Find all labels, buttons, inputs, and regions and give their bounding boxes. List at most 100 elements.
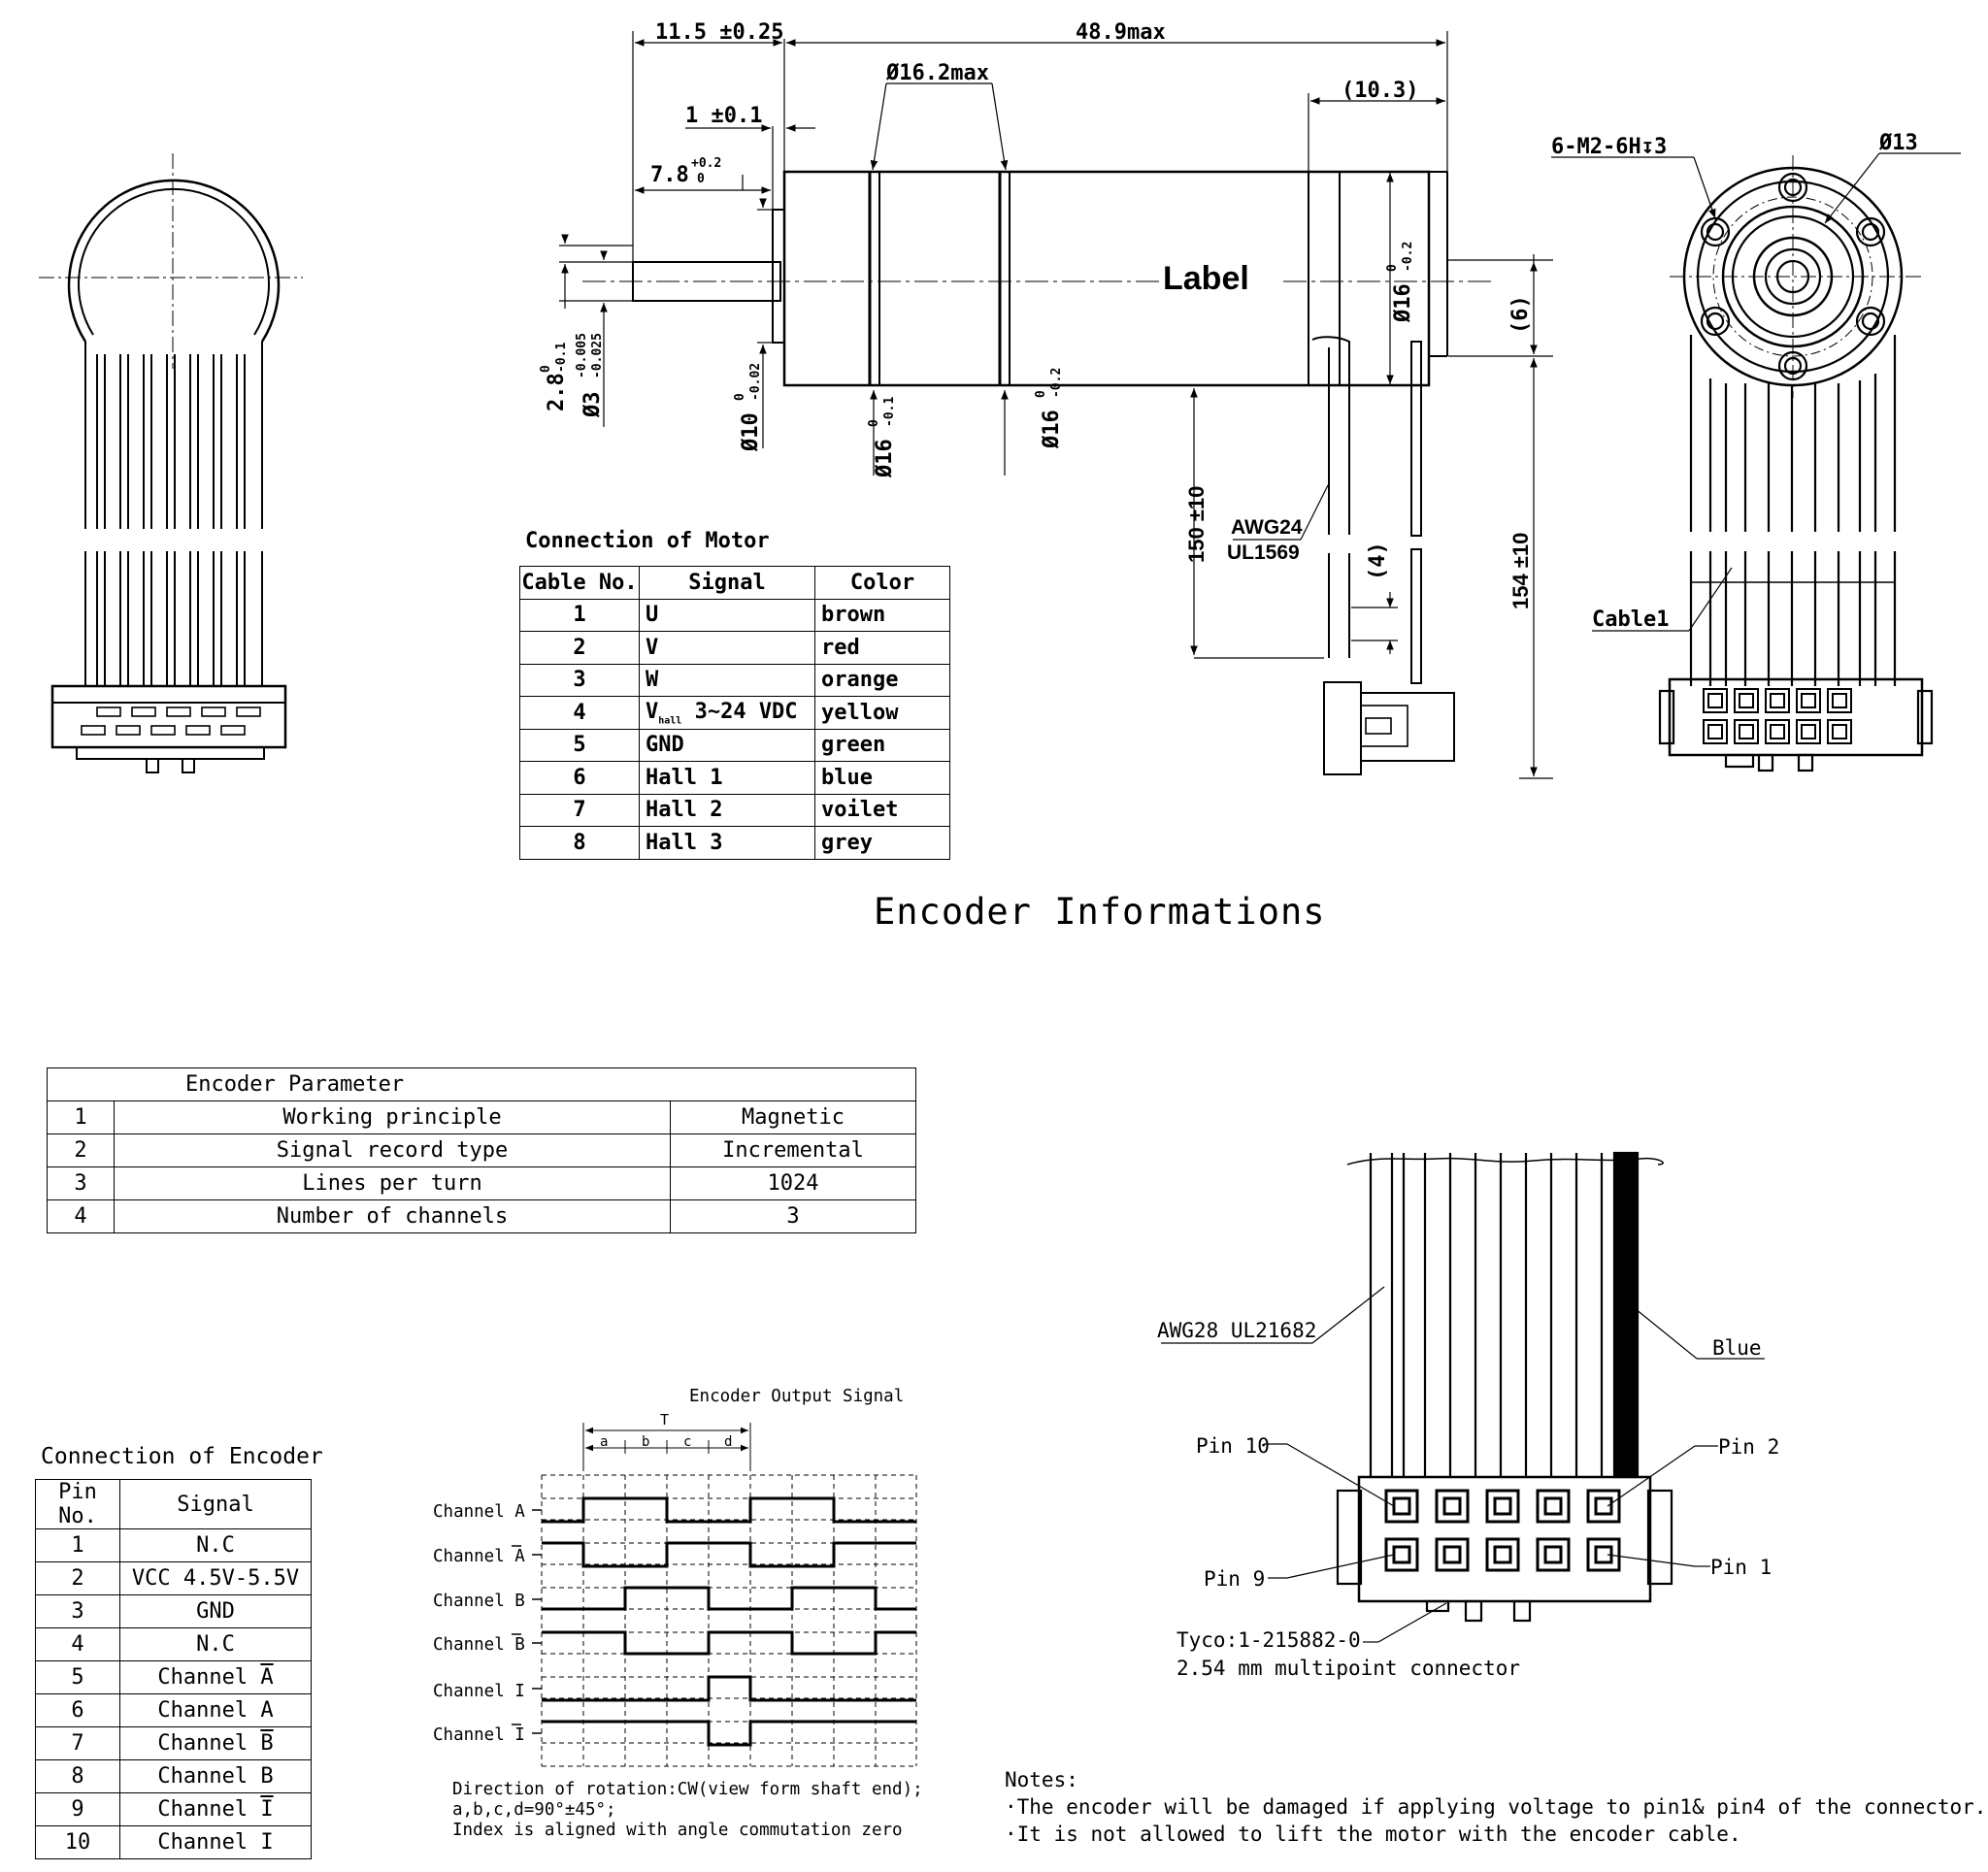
table-header-cell: Pin No. (35, 1479, 120, 1529)
svg-text:154 ±10: 154 ±10 (1508, 533, 1533, 609)
left-end-view (39, 153, 303, 773)
signal: U (639, 598, 815, 632)
cable1-label: Cable1 (1592, 608, 1669, 632)
parameter-name: Number of channels (114, 1199, 671, 1233)
signal: W (639, 663, 815, 697)
right-end-view (1551, 152, 1961, 772)
svg-text:Channel B: Channel B (433, 1635, 525, 1655)
table-header-row: Encoder Parameter (47, 1067, 916, 1101)
pin-no: 4 (35, 1627, 120, 1661)
output-signal-header (582, 1423, 751, 1471)
svg-text:1 ±0.1: 1 ±0.1 (685, 104, 762, 128)
parameter-value: Magnetic (670, 1100, 916, 1134)
pin-signal: Channel A (119, 1693, 312, 1727)
notes-title: Notes: (1005, 1768, 1078, 1791)
svg-text:Channel A: Channel A (433, 1547, 525, 1566)
signal: GND (639, 728, 815, 762)
waveform-channel-b-bar (542, 1630, 916, 1656)
svg-text:c: c (683, 1434, 691, 1450)
svg-text:+0.2: +0.2 (691, 156, 721, 171)
svg-text:Blue: Blue (1712, 1336, 1762, 1360)
pin-no: 6 (35, 1693, 120, 1727)
svg-text:a: a (600, 1434, 608, 1450)
svg-text:2.8: 2.8 (545, 373, 569, 411)
svg-text:Encoder Output Signal: Encoder Output Signal (689, 1387, 904, 1406)
pin-signal: N.C (119, 1528, 312, 1562)
svg-text:Ø10: Ø10 (739, 412, 763, 452)
pin-no: 7 (35, 1726, 120, 1760)
signal: Hall 3 (639, 826, 815, 860)
svg-text:Pin 10: Pin 10 (1196, 1434, 1270, 1458)
cable-no: 1 (519, 598, 640, 632)
parameter-value: 1024 (670, 1166, 916, 1200)
waveform-channel-b (542, 1586, 916, 1611)
svg-text:-0.02: -0.02 (748, 363, 763, 401)
cable-no: 7 (519, 793, 640, 827)
output-signal-waveforms (542, 1496, 916, 1747)
cable-no: 5 (519, 728, 640, 762)
svg-text:b: b (642, 1434, 649, 1450)
output-signal-labels: Encoder Output Signal T a b c d Channel … (433, 1387, 904, 1745)
side-view (582, 170, 1495, 775)
note-item: ·It is not allowed to lift the motor wit… (1005, 1823, 1741, 1846)
cable-no: 8 (519, 826, 640, 860)
pin-signal: Channel B (119, 1726, 312, 1760)
table-header-cell: Color (814, 566, 950, 600)
table-header-cell: Cable No. (519, 566, 640, 600)
svg-text:Tyco:1-215882-0: Tyco:1-215882-0 (1176, 1628, 1361, 1652)
cable-no: 6 (519, 761, 640, 795)
pin-no: 5 (35, 1660, 120, 1694)
cable-no: 4 (519, 696, 640, 730)
svg-text:d: d (724, 1434, 732, 1450)
svg-text:0: 0 (1034, 390, 1048, 398)
pin-no: 2 (35, 1561, 120, 1595)
dimension-lines (559, 31, 1553, 779)
pin-no: 10 (35, 1825, 120, 1859)
signal: V (639, 631, 815, 665)
mounting-holes (1700, 172, 1886, 381)
parameter-name: Signal record type (114, 1133, 671, 1167)
rotation-note-line: a,b,c,d=90°±45°; (452, 1800, 616, 1820)
svg-text:(6): (6) (1508, 295, 1533, 334)
pin-signal: Channel I (119, 1792, 312, 1826)
svg-text:(10.3): (10.3) (1342, 79, 1418, 103)
color: brown (814, 598, 950, 632)
pin-signal: VCC 4.5V-5.5V (119, 1561, 312, 1595)
encoder-connection-caption: Connection of Encoder (41, 1444, 323, 1469)
svg-text:Ø3: Ø3 (580, 392, 605, 419)
motor-connection-caption: Connection of Motor (525, 529, 770, 553)
rotation-note: Direction of rotation:CW(view form shaft… (452, 1780, 923, 1841)
cable-no: 2 (519, 631, 640, 665)
pin-no: 1 (35, 1528, 120, 1562)
svg-text:7.8: 7.8 (650, 163, 689, 187)
pin-signal: GND (119, 1594, 312, 1628)
svg-text:Channel I: Channel I (433, 1725, 525, 1745)
color: green (814, 728, 950, 762)
svg-text:Pin 9: Pin 9 (1204, 1567, 1265, 1591)
svg-text:0: 0 (733, 393, 747, 401)
pin-signal: N.C (119, 1627, 312, 1661)
svg-text:-0.2: -0.2 (1049, 368, 1064, 398)
cable-no: 3 (519, 663, 640, 697)
svg-text:Channel A: Channel A (433, 1502, 525, 1522)
waveform-channel-i (542, 1675, 916, 1702)
svg-text:0: 0 (1385, 264, 1400, 272)
color: grey (814, 826, 950, 860)
awg24-label: AWG24 (1231, 516, 1303, 539)
svg-text:-0.1: -0.1 (882, 397, 897, 427)
svg-text:Ø16: Ø16 (873, 439, 897, 478)
